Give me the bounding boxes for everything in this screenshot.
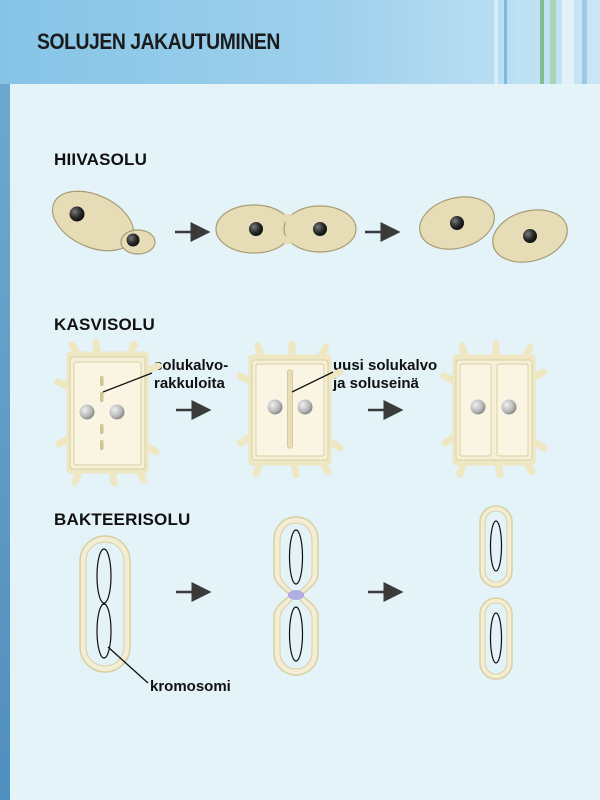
page-title: SOLUJEN JAKAUTUMINEN <box>37 29 280 54</box>
vesicles-line <box>100 376 104 450</box>
division-pinch <box>288 590 304 600</box>
header-banner: SOLUJEN JAKAUTUMINEN <box>0 0 600 84</box>
chromosome-lower <box>96 603 112 659</box>
heading-yeast: HIIVASOLU <box>54 150 148 169</box>
header-stripes-decoration <box>478 0 587 84</box>
yeast-nucleus-icon <box>69 206 85 222</box>
label-vesicles: solukalvo- rakkuloita <box>154 357 228 393</box>
label-new-membrane-line2: ja soluseinä <box>333 375 419 392</box>
yeast-stage-3 <box>419 196 568 263</box>
label-vesicles-line2: rakkuloita <box>154 375 225 392</box>
vesicles-pointer <box>102 372 153 393</box>
label-new-membrane-line1: uusi solukalvo <box>333 357 438 374</box>
label-vesicles-line1: solukalvo- <box>154 357 229 374</box>
bacteria-stage-1 <box>79 535 149 684</box>
yeast-stage-1 <box>51 190 156 255</box>
label-chromosome: kromosomi <box>150 678 231 695</box>
plant-stage-1 <box>54 339 162 487</box>
yeast-bud-nucleus-icon <box>126 233 140 247</box>
new-membrane-pointer <box>291 371 334 393</box>
chromosome-pointer <box>107 646 149 684</box>
left-accent-bar <box>0 84 10 800</box>
chromosome-upper <box>96 548 112 604</box>
plant-stage-3 <box>440 340 548 479</box>
heading-plant: KASVISOLU <box>54 315 155 334</box>
forming-cell-plate <box>287 369 293 449</box>
yeast-stage-2 <box>215 204 357 254</box>
label-new-membrane: uusi solukalvo ja soluseinä <box>333 357 437 393</box>
bacteria-stage-2 <box>273 516 319 676</box>
bacteria-stage-3 <box>479 505 513 680</box>
heading-bacteria: BAKTEERISOLU <box>54 510 191 529</box>
plant-stage-2 <box>236 340 344 479</box>
